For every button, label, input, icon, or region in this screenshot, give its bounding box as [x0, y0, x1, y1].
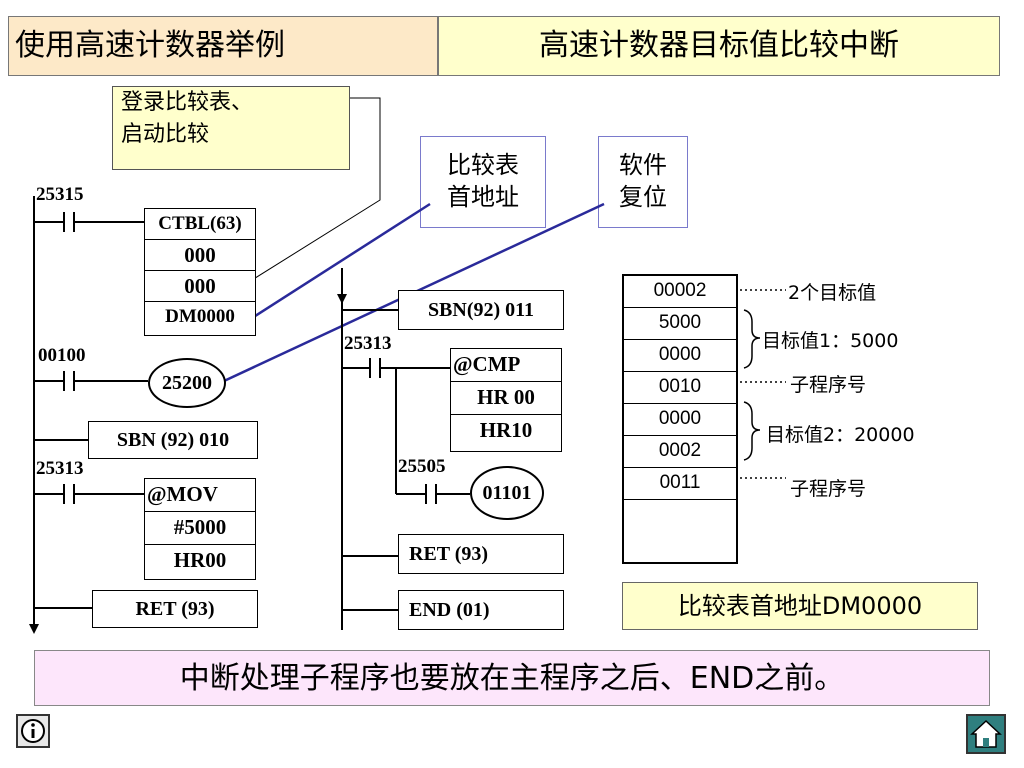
contact-25315-label: 25315 — [36, 184, 84, 205]
cmp-row: HR 00 — [451, 382, 561, 415]
slide-title: 使用高速计数器举例 — [8, 16, 438, 76]
ctbl-instruction: CTBL(63) 000 000 DM0000 — [144, 208, 256, 336]
sbn-011-block: SBN(92) 011 — [398, 290, 564, 330]
label-target2: 目标值2：20000 — [766, 424, 915, 446]
cmp-instruction: @CMP HR 00 HR10 — [450, 348, 562, 452]
home-icon[interactable] — [966, 714, 1006, 754]
table-cell: 0002 — [624, 436, 736, 468]
contact-25313-sub-label: 25313 — [344, 333, 392, 354]
table-cell: 0000 — [624, 404, 736, 436]
note-soft-reset: 软件 复位 — [598, 136, 688, 228]
bottom-banner: 中断处理子程序也要放在主程序之后、END之前。 — [34, 650, 990, 706]
mov-instruction: @MOV #5000 HR00 — [144, 478, 256, 580]
ctbl-row: CTBL(63) — [145, 209, 255, 240]
note-table-address: 比较表 首地址 — [420, 136, 546, 228]
coil-25200: 25200 — [148, 358, 226, 408]
contact-25505-label: 25505 — [398, 456, 446, 477]
label-target-count: 2个目标值 — [788, 282, 877, 304]
cmp-row: @CMP — [451, 349, 561, 382]
contact-25313-label: 25313 — [36, 458, 84, 479]
slide-subtitle: 高速计数器目标值比较中断 — [438, 16, 1000, 76]
mov-row: @MOV — [145, 479, 255, 512]
sbn-010-block: SBN (92) 010 — [88, 421, 258, 459]
label-subroutine2: 子程序号 — [790, 478, 867, 500]
end-block: END (01) — [398, 590, 564, 630]
info-icon — [21, 719, 45, 743]
ctbl-row: 000 — [145, 240, 255, 271]
home-icon — [970, 719, 1002, 748]
ret-sub-block: RET (93) — [398, 534, 564, 574]
table-address-note: 比较表首地址DM0000 — [622, 582, 978, 630]
mov-row: #5000 — [145, 512, 255, 545]
ctbl-row: 000 — [145, 271, 255, 302]
table-cell: 0000 — [624, 340, 736, 372]
ret-main-block: RET (93) — [92, 590, 258, 628]
table-cell: 0011 — [624, 468, 736, 500]
label-subroutine1: 子程序号 — [790, 374, 867, 396]
table-cell: 0010 — [624, 372, 736, 404]
mov-row: HR00 — [173, 548, 227, 572]
ctbl-row: DM0000 — [165, 306, 235, 327]
table-cell: 00002 — [624, 276, 736, 308]
label-target1: 目标值1：5000 — [762, 330, 899, 352]
note-register: 登录比较表、 启动比较 — [112, 86, 350, 170]
table-cell: 5000 — [624, 308, 736, 340]
coil-01101: 01101 — [470, 466, 544, 520]
compare-table: 00002 5000 0000 0010 0000 0002 0011 — [622, 274, 738, 564]
contact-00100-label: 00100 — [38, 345, 86, 366]
cmp-row: HR10 — [479, 418, 533, 442]
info-icon[interactable] — [16, 714, 50, 748]
